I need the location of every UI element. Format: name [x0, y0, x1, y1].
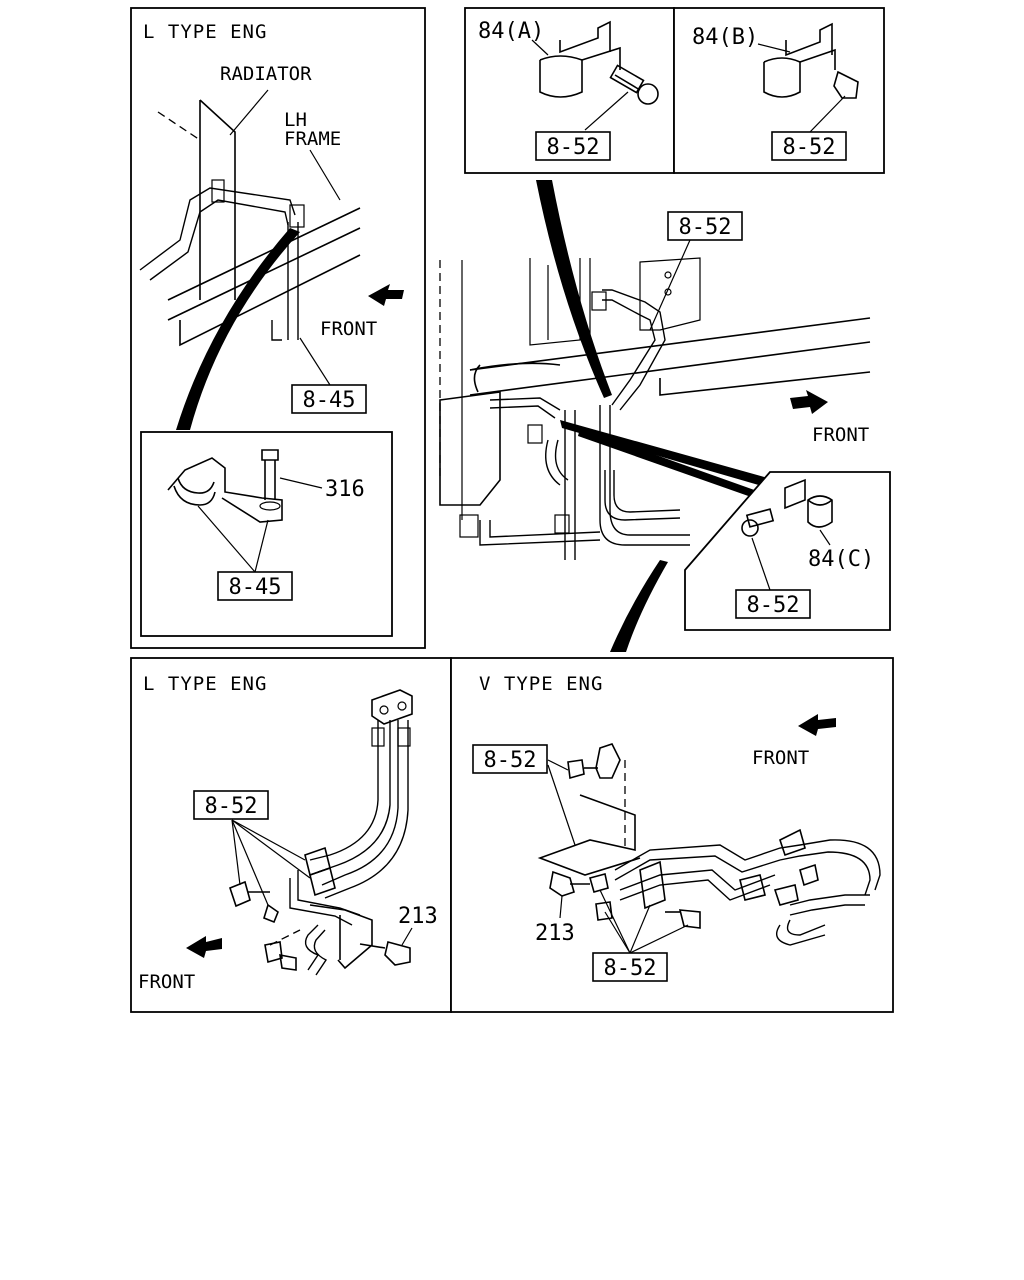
clip-a-part-label: 84(A): [478, 19, 544, 44]
bottom-right-front-label: FRONT: [752, 747, 809, 769]
bottom-right-ref-bottom-label: 8-52: [604, 956, 657, 981]
inset-bolt-ref-label: 316: [325, 477, 365, 502]
panel-top-left: L TYPE ENG RADIATOR LH FRAME FRONT 8-45: [130, 7, 426, 649]
callout-swooshes: [536, 180, 768, 652]
clip-b-ref-label: 8-52: [783, 135, 836, 160]
bottom-right-title: V TYPE ENG: [479, 673, 603, 695]
top-left-ref-label: 8-45: [303, 388, 356, 413]
center-ref-label: 8-52: [679, 215, 732, 240]
inset-ref-label: 8-45: [229, 575, 282, 600]
bottom-left-bolt-ref-label: 213: [398, 904, 438, 929]
bottom-left-ref-label: 8-52: [205, 794, 258, 819]
inset-bracket: 316 8-45: [140, 431, 393, 637]
panel-clip-b: 84(B) 8-52: [673, 7, 885, 174]
panel-clip-a: 84(A) 8-52: [464, 7, 675, 174]
bottom-right-bolt-ref-label: 213: [535, 921, 575, 946]
bottom-left-title: L TYPE ENG: [143, 673, 267, 695]
bottom-left-front-label: FRONT: [138, 971, 195, 993]
clip-b-part-label: 84(B): [692, 25, 758, 50]
top-left-title: L TYPE ENG: [143, 21, 267, 43]
bottom-right-ref-top-label: 8-52: [484, 748, 537, 773]
panel-bottom-left: L TYPE ENG 8-52: [130, 657, 452, 1013]
center-illustration: 8-52 FRONT: [439, 211, 871, 560]
top-left-front-label: FRONT: [320, 318, 377, 340]
center-front-label: FRONT: [812, 424, 869, 446]
panel-bottom-right: V TYPE ENG FRONT 8-52: [450, 657, 894, 1013]
panel-clip-c: 84(C) 8-52: [684, 471, 891, 631]
clip-c-ref-label: 8-52: [747, 593, 800, 618]
radiator-label: RADIATOR: [220, 63, 312, 85]
lh-frame-label-1: LH: [284, 109, 307, 131]
clip-a-ref-label: 8-52: [547, 135, 600, 160]
clip-c-part-label: 84(C): [808, 547, 874, 572]
lh-frame-label-2: FRAME: [284, 128, 341, 150]
